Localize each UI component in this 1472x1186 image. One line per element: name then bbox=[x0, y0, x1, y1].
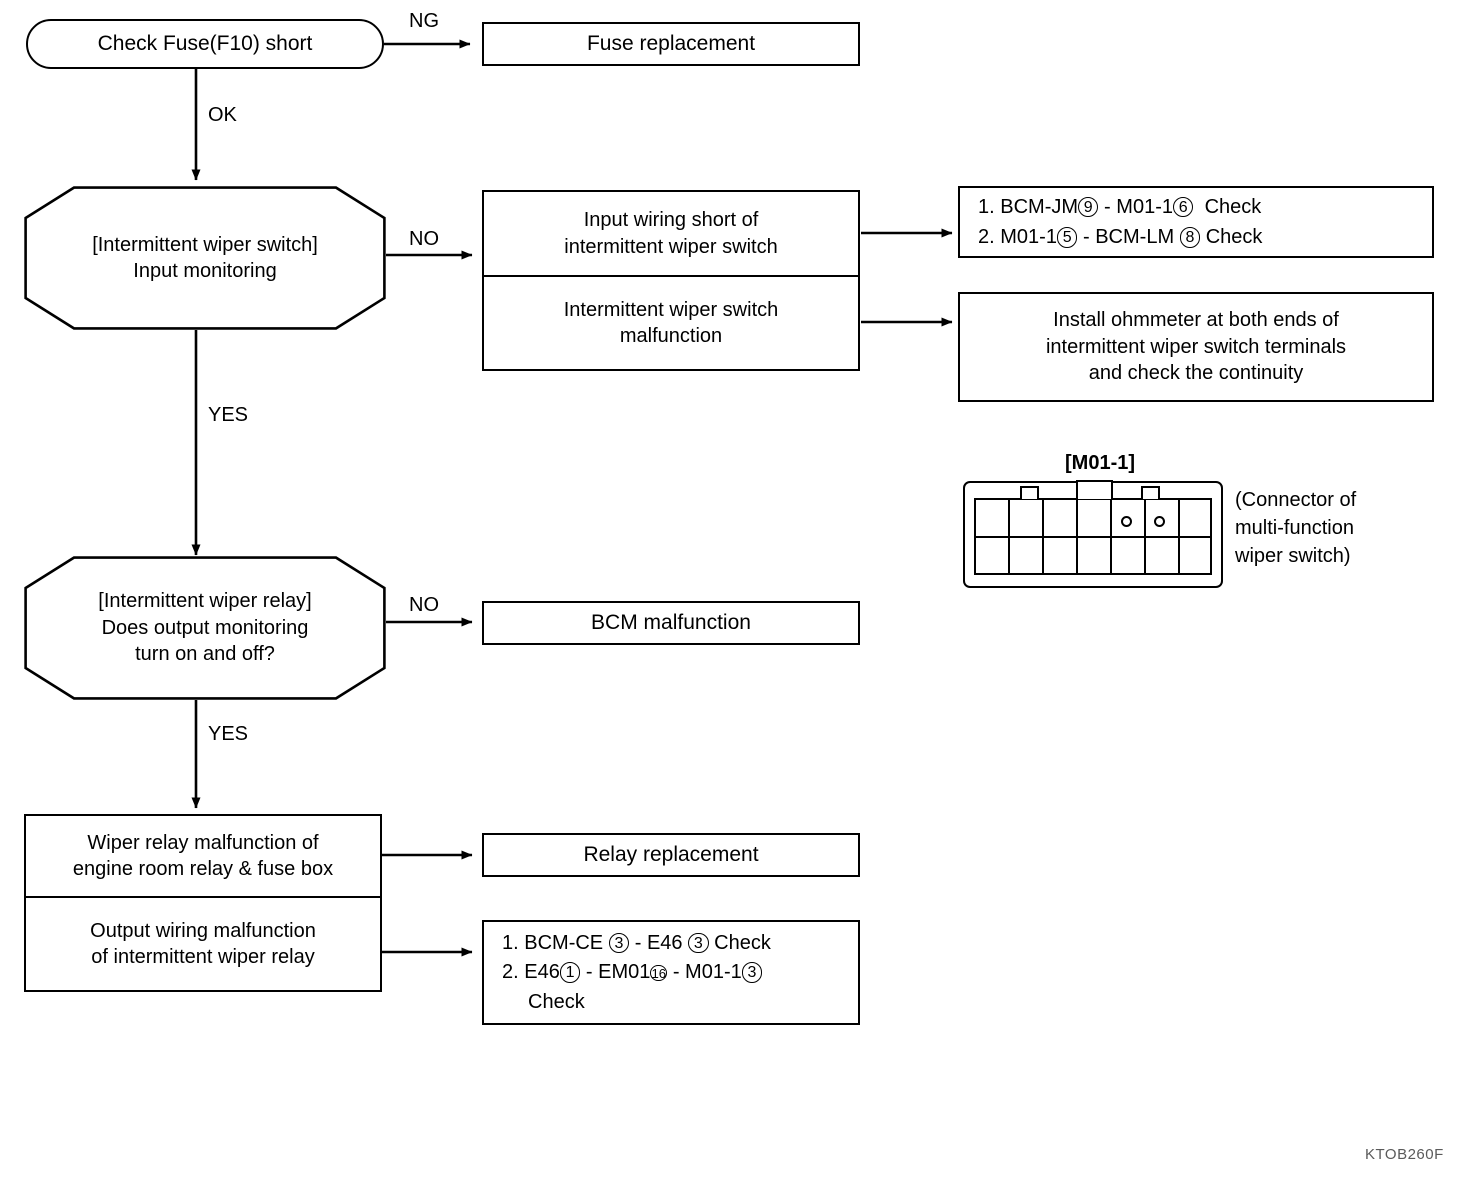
node-switch-input-line2: Input monitoring bbox=[133, 260, 277, 282]
connector-tab-2 bbox=[1076, 480, 1113, 499]
node-wiper-relay-malfunction[interactable]: Wiper relay malfunction of engine room r… bbox=[24, 814, 382, 898]
node-input-wiring-short-line1: Input wiring short of bbox=[583, 209, 759, 232]
connector-m01-1-illustration bbox=[963, 480, 1223, 588]
node-relay-output-line3: turn on and off? bbox=[135, 643, 275, 666]
node-check-fuse[interactable]: Check Fuse(F10) short bbox=[26, 19, 384, 69]
connector-caption-line2: multi-function bbox=[1235, 517, 1354, 539]
node-fuse-replacement-label: Fuse replacement bbox=[586, 32, 756, 56]
connector-title: [M01-1] bbox=[1065, 452, 1136, 474]
connector-caption-line1: (Connector of bbox=[1235, 489, 1357, 511]
bcm-check-1-pin2: 6 bbox=[1172, 196, 1194, 218]
node-ohmmeter-line2: intermittent wiper switch terminals bbox=[1045, 335, 1347, 358]
node-relay-replacement-label: Relay replacement bbox=[583, 843, 759, 867]
bcm-check-1-part2: M01-1 bbox=[1116, 195, 1173, 218]
node-output-wiring-malfunction-line1: Output wiring malfunction bbox=[90, 919, 316, 942]
bcm-check-1-dash: - bbox=[1104, 195, 1111, 218]
edge-label-yes-relay: YES bbox=[208, 723, 249, 745]
node-bcm-malfunction-label: BCM malfunction bbox=[591, 611, 751, 635]
node-relay-output-line1: [Intermittent wiper relay] bbox=[98, 590, 312, 613]
figure-code-watermark: KTOB260F bbox=[1365, 1146, 1444, 1163]
connector-mid-rail bbox=[974, 536, 1212, 538]
e46-check-1-index: 1. bbox=[502, 931, 519, 954]
bcm-check-2-pin1: 5 bbox=[1056, 227, 1078, 248]
e46-check-1-part1: BCM-CE bbox=[524, 931, 604, 954]
connector-pinhole-2 bbox=[1154, 516, 1165, 527]
node-relay-replacement[interactable]: Relay replacement bbox=[482, 833, 860, 877]
e46-check-2-dash2: - bbox=[672, 961, 680, 984]
octagon-outline-2 bbox=[24, 556, 386, 700]
node-switch-malfunction-line2: malfunction bbox=[619, 325, 723, 347]
node-bcm-malfunction[interactable]: BCM malfunction bbox=[482, 601, 860, 645]
node-input-wiring-short[interactable]: Input wiring short of intermittent wiper… bbox=[482, 190, 860, 277]
edge-label-ng: NG bbox=[409, 10, 439, 32]
node-ohmmeter-instruction[interactable]: Install ohmmeter at both ends of intermi… bbox=[958, 292, 1434, 402]
bcm-check-2-part1: M01-1 bbox=[1000, 226, 1057, 248]
bcm-check-2-dash: - bbox=[1082, 226, 1090, 248]
e46-check-2-pin1: 1 bbox=[559, 962, 581, 983]
connector-caption: (Connector of multi-function wiper switc… bbox=[1235, 486, 1356, 570]
e46-check-item-1: 1. BCM-CE 3 - E46 3 Check bbox=[502, 930, 771, 956]
node-input-wiring-short-line2: intermittent wiper switch bbox=[564, 235, 778, 258]
bcm-check-2-pin2: 8 bbox=[1179, 227, 1201, 248]
bcm-check-1-index: 1. bbox=[978, 195, 995, 218]
connector-caption-line3: wiper switch) bbox=[1235, 545, 1351, 567]
e46-check-1-pin1: 3 bbox=[608, 932, 630, 954]
node-fuse-replacement[interactable]: Fuse replacement bbox=[482, 22, 860, 66]
node-switch-malfunction[interactable]: Intermittent wiper switch malfunction bbox=[482, 277, 860, 371]
bcm-check-1-part1: BCM-JM bbox=[1000, 195, 1079, 218]
edge-label-no-relay: NO bbox=[409, 594, 439, 616]
edge-label-ok: OK bbox=[208, 104, 237, 126]
e46-check-2-pin3: 3 bbox=[741, 962, 763, 983]
node-switch-input-monitoring[interactable]: [Intermittent wiper switch] Input monito… bbox=[24, 186, 386, 330]
node-output-wiring-malfunction-line2: of intermittent wiper relay bbox=[91, 946, 315, 968]
bcm-check-1-pin1: 9 bbox=[1078, 196, 1099, 218]
connector-tab-1 bbox=[1020, 486, 1039, 499]
node-check-fuse-label: Check Fuse(F10) short bbox=[97, 32, 313, 56]
e46-check-2-pin2: 16 bbox=[650, 964, 668, 982]
bcm-check-2-tail: Check bbox=[1205, 226, 1263, 248]
bcm-check-1-tail: Check bbox=[1204, 195, 1262, 218]
node-ohmmeter-line1: Install ohmmeter at both ends of bbox=[1053, 309, 1339, 332]
e46-check-2-part1: E46 bbox=[524, 961, 560, 984]
node-switch-input-line1: [Intermittent wiper switch] bbox=[92, 233, 318, 256]
node-relay-output-monitoring[interactable]: [Intermittent wiper relay] Does output m… bbox=[24, 556, 386, 700]
node-wiper-relay-malfunction-line1: Wiper relay malfunction of bbox=[87, 831, 319, 854]
e46-check-1-dash: - bbox=[634, 931, 642, 954]
connector-tab-3 bbox=[1141, 486, 1160, 499]
e46-check-2-index: 2. bbox=[502, 961, 519, 984]
octagon-outline bbox=[24, 186, 386, 330]
edge-label-no-switch: NO bbox=[409, 228, 439, 250]
e46-check-2-part2: EM01 bbox=[598, 961, 651, 984]
node-ohmmeter-line3: and check the continuity bbox=[1088, 362, 1304, 385]
connector-pinhole-1 bbox=[1121, 516, 1132, 527]
node-relay-output-line2: Does output monitoring bbox=[101, 616, 309, 639]
bcm-check-2-part2: BCM-LM bbox=[1095, 226, 1175, 248]
bcm-check-2-index: 2. bbox=[978, 226, 995, 248]
node-wiper-relay-malfunction-line2: engine room relay & fuse box bbox=[72, 858, 334, 880]
e46-check-1-tail: Check bbox=[714, 931, 771, 954]
e46-check-1-part2: E46 bbox=[646, 931, 683, 954]
e46-check-item-3: Check bbox=[528, 990, 585, 1013]
e46-check-2-dash1: - bbox=[585, 961, 593, 984]
e46-check-2-part3: M01-1 bbox=[685, 961, 742, 984]
edge-label-yes-switch: YES bbox=[208, 404, 249, 426]
node-switch-malfunction-line1: Intermittent wiper switch bbox=[563, 298, 779, 321]
node-output-wiring-malfunction[interactable]: Output wiring malfunction of intermitten… bbox=[24, 898, 382, 992]
e46-check-1-pin2: 3 bbox=[688, 932, 709, 954]
